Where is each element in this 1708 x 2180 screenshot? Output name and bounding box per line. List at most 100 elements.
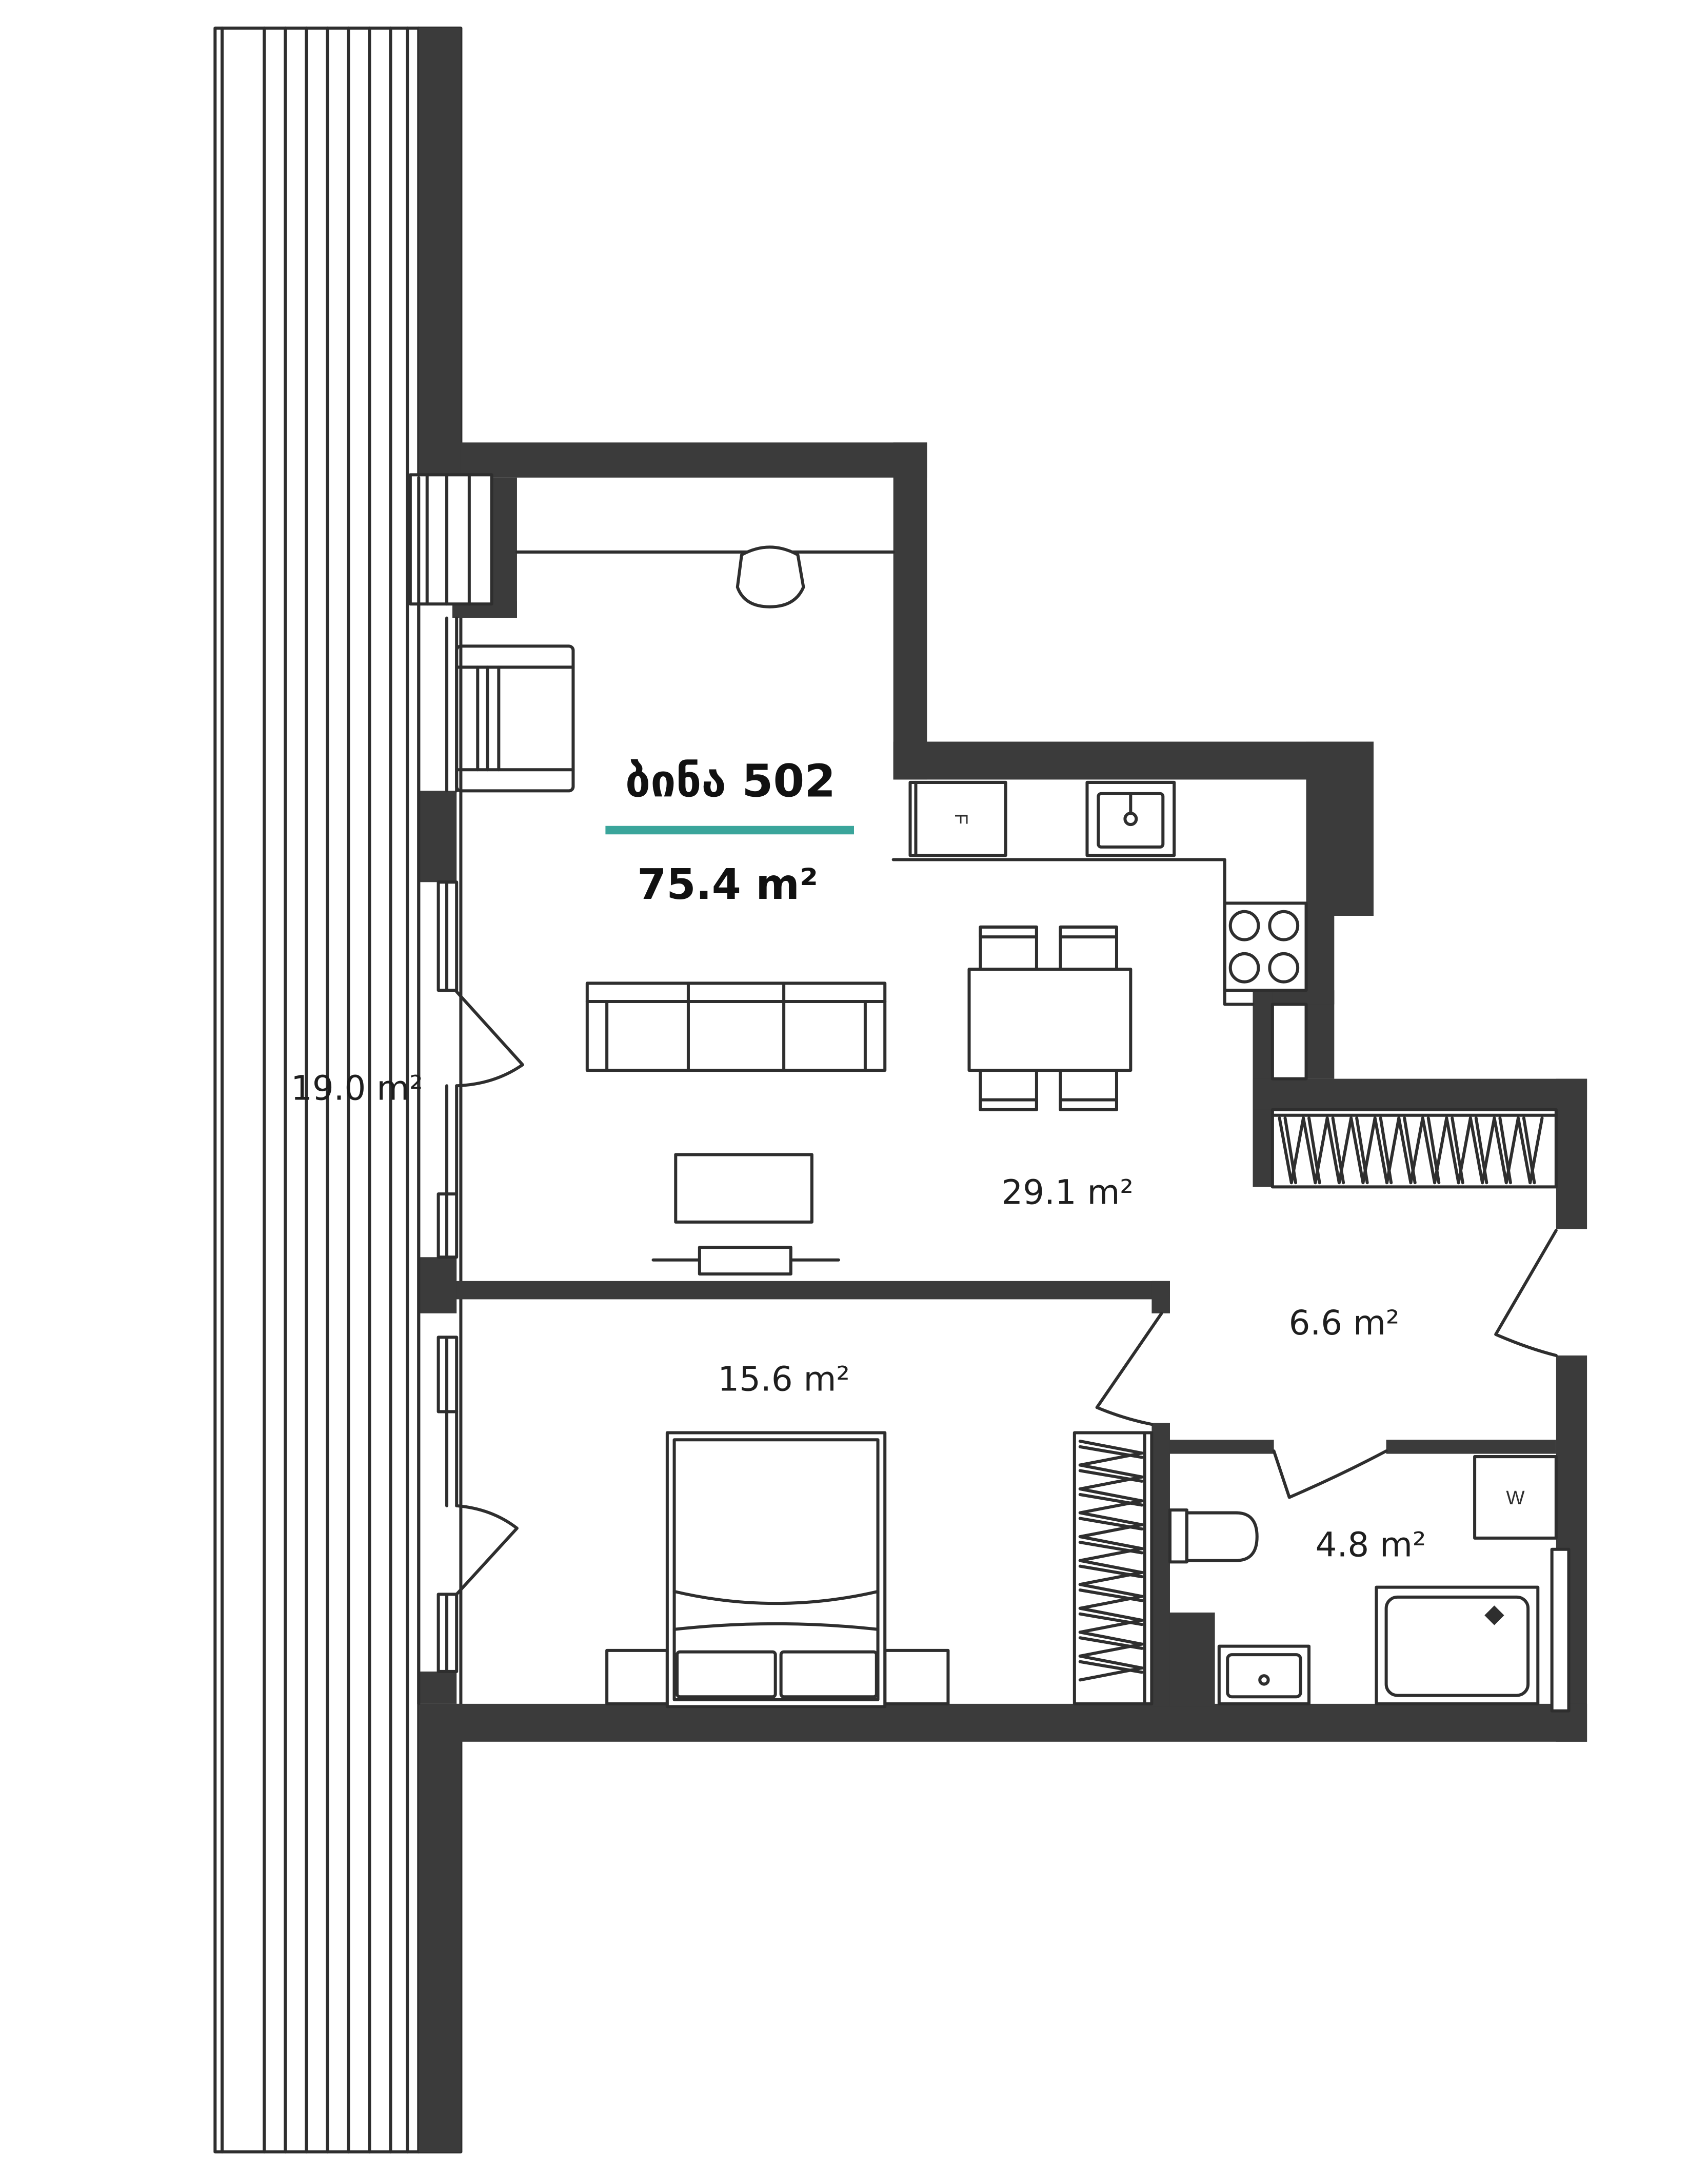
fridge-label: F	[951, 813, 971, 824]
bedroom-wardrobe	[1073, 1431, 1154, 1705]
bedroom-wardrobe-hangers	[1078, 1439, 1144, 1682]
apartment-title: ბინა 502	[625, 755, 836, 807]
hall-right-wall-upper	[1556, 1078, 1587, 1229]
stove-frame	[1223, 901, 1308, 992]
kitchen-sink-frame	[1085, 780, 1176, 857]
hanger-line	[1302, 1116, 1317, 1185]
living-top-wall	[461, 442, 927, 478]
hanger-line	[1474, 1116, 1488, 1185]
bedroom-door-jamb	[1151, 1281, 1170, 1313]
kitchen-sink-icon	[1085, 780, 1176, 857]
kitchen-top-wall	[893, 741, 1374, 780]
walls	[419, 28, 1587, 2152]
sofa-icon	[585, 981, 887, 1072]
left-wall-block	[419, 1671, 457, 1704]
dining-chair-back	[979, 1098, 1038, 1111]
kitchen-sink-drain	[1123, 812, 1138, 827]
hanger-line	[1493, 1116, 1508, 1185]
fridge-icon	[908, 780, 1007, 857]
hanger-line	[1078, 1636, 1144, 1650]
hanger-line	[1373, 1116, 1388, 1185]
bathroom-window	[1550, 1547, 1571, 1713]
tv-stand-icon	[651, 1246, 840, 1276]
hanger-line	[1078, 1631, 1144, 1646]
bedroom-wardrobe-frame	[1073, 1431, 1154, 1705]
bathroom-sink-icon	[1217, 1644, 1311, 1705]
bathroom-area-label: 4.8 m²	[1316, 1525, 1426, 1564]
hanger-line	[1468, 1116, 1484, 1185]
kitchen	[891, 780, 1308, 1081]
left-wall-block	[419, 1257, 457, 1313]
armchair-icon	[455, 644, 575, 793]
bed-duvet-fold	[672, 1589, 880, 1605]
washer-label: W	[1506, 1487, 1525, 1509]
hanger-line	[1516, 1116, 1532, 1185]
hanger-line	[1278, 1116, 1293, 1185]
hanger-line	[1355, 1116, 1369, 1185]
bathroom-sink-tap	[1258, 1674, 1270, 1686]
coffee-table	[674, 1153, 813, 1224]
bedroom-door-swing	[1095, 1311, 1163, 1426]
hanger-line	[1325, 1116, 1341, 1185]
stove-burner	[1268, 952, 1300, 984]
dining-chair-back	[1059, 925, 1118, 939]
hanger-line	[1078, 1517, 1144, 1531]
hanger-line	[1078, 1439, 1144, 1455]
hall-wardrobe	[1270, 1108, 1558, 1189]
hanger-line	[1078, 1583, 1144, 1598]
shower-tray-frame	[1375, 1585, 1540, 1705]
hanger-line	[1078, 1559, 1144, 1574]
hanger-line	[1078, 1612, 1144, 1626]
hanger-line	[1283, 1116, 1298, 1185]
bathroom-fixtures	[1168, 1455, 1558, 1705]
toilet-partition	[1169, 1612, 1215, 1707]
kitchen-right-wall	[1306, 741, 1374, 916]
tv-stand	[698, 1246, 792, 1276]
toilet-bowl	[1185, 1511, 1259, 1562]
hanger-line	[1078, 1469, 1144, 1483]
shower-drain	[1484, 1605, 1504, 1625]
hanger-line	[1078, 1541, 1144, 1555]
hanger-line	[1403, 1116, 1417, 1185]
hanger-line	[1426, 1116, 1441, 1185]
hanger-line	[1078, 1606, 1144, 1622]
hanger-line	[1522, 1116, 1536, 1185]
dining-chair-back	[1059, 1098, 1118, 1111]
hanger-line	[1421, 1116, 1437, 1185]
living-room-furniture	[455, 545, 1133, 1276]
hanger-line	[1078, 1492, 1144, 1507]
hanger-line	[1379, 1116, 1393, 1185]
hanger-line	[1445, 1116, 1460, 1185]
bottom-wall	[419, 1703, 1587, 1742]
hanger-line	[1498, 1116, 1512, 1185]
bed-duvet-fold	[672, 1622, 880, 1631]
living-corner-wall	[491, 477, 517, 618]
dining-chair-back	[979, 925, 1038, 939]
bathroom-top-wall-left	[1169, 1440, 1274, 1454]
desk-chair-icon	[736, 545, 805, 608]
closet-top-wall	[1253, 1078, 1587, 1110]
hanger-line	[1349, 1116, 1365, 1185]
balcony-wall-lower	[419, 1703, 461, 2152]
total-area: 75.4 m²	[637, 860, 818, 909]
dining-set-icon	[967, 925, 1133, 1111]
hall-area-label: 6.6 m²	[1289, 1304, 1400, 1343]
bedroom-furniture	[605, 1431, 1154, 1708]
fridge-box	[908, 780, 1007, 857]
shower-tray-basin	[1384, 1595, 1530, 1697]
double-bed-icon	[665, 1431, 887, 1708]
shower-tray-icon	[1375, 1585, 1540, 1705]
hall-wardrobe-frame	[1270, 1108, 1558, 1189]
hanger-line	[1078, 1588, 1144, 1602]
stove-icon	[1223, 901, 1308, 992]
hanger-line	[1078, 1654, 1144, 1670]
hanger-line	[1078, 1445, 1144, 1459]
bed-pillow	[779, 1650, 878, 1699]
balcony-area-label: 19.0 m²	[291, 1069, 423, 1108]
hanger-line	[1078, 1660, 1144, 1674]
dining-table	[967, 968, 1133, 1072]
bedroom-area-label: 15.6 m²	[718, 1360, 849, 1399]
hanger-line	[1078, 1511, 1144, 1526]
bed-pillow	[676, 1650, 777, 1699]
stove-burner	[1228, 910, 1260, 941]
